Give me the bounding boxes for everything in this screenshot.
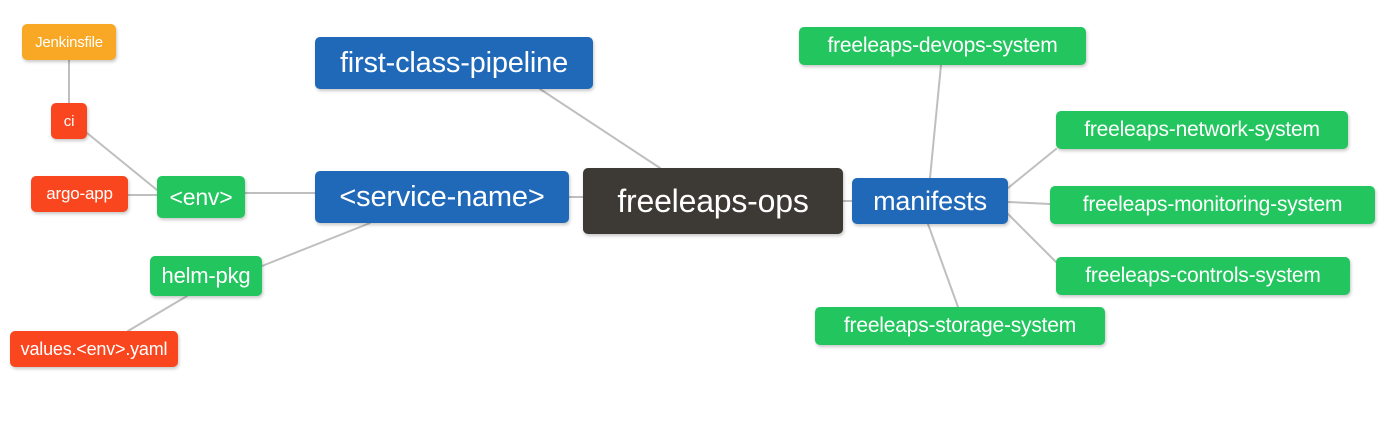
mindmap-node-values-yaml[interactable]: values.<env>.yaml bbox=[10, 331, 178, 367]
edge-helm-pkg-to-values-yaml bbox=[127, 295, 188, 332]
edge-manifests-to-freeleaps-monitoring-system bbox=[1007, 201, 1051, 205]
mindmap-node-ci[interactable]: ci bbox=[51, 103, 87, 139]
mindmap-node-helm-pkg[interactable]: helm-pkg bbox=[150, 256, 262, 296]
mindmap-node-freeleaps-ops[interactable]: freeleaps-ops bbox=[583, 168, 843, 234]
mindmap-node-freeleaps-storage-system[interactable]: freeleaps-storage-system bbox=[815, 307, 1105, 345]
edge-first-class-pipeline-to-freeleaps-ops bbox=[539, 88, 661, 169]
edge-service-name-to-helm-pkg bbox=[261, 222, 371, 267]
edge-manifests-to-freeleaps-controls-system bbox=[1007, 213, 1057, 263]
mindmap-node-freeleaps-network-system[interactable]: freeleaps-network-system bbox=[1056, 111, 1348, 149]
mindmap-node-argo-app[interactable]: argo-app bbox=[31, 176, 128, 212]
edge-manifests-to-freeleaps-network-system bbox=[1007, 148, 1057, 189]
mindmap-node-freeleaps-devops-system[interactable]: freeleaps-devops-system bbox=[799, 27, 1086, 65]
mindmap-node-service-name[interactable]: <service-name> bbox=[315, 171, 569, 223]
edge-manifests-to-freeleaps-devops-system bbox=[929, 64, 942, 179]
mindmap-node-freeleaps-controls-system[interactable]: freeleaps-controls-system bbox=[1056, 257, 1350, 295]
mindmap-node-freeleaps-monitoring-system[interactable]: freeleaps-monitoring-system bbox=[1050, 186, 1375, 224]
mindmap-node-env[interactable]: <env> bbox=[157, 176, 245, 218]
edge-manifests-to-freeleaps-storage-system bbox=[927, 223, 959, 308]
mindmap-node-manifests[interactable]: manifests bbox=[852, 178, 1008, 224]
mindmap-node-first-class-pipeline[interactable]: first-class-pipeline bbox=[315, 37, 593, 89]
mindmap-node-jenkinsfile[interactable]: Jenkinsfile bbox=[22, 24, 116, 60]
